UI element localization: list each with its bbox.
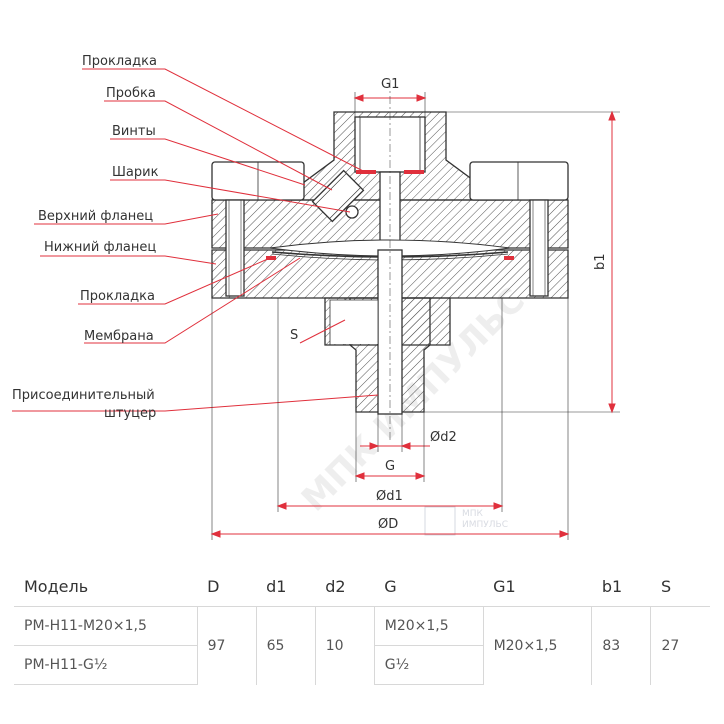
cell-D: 97 <box>196 606 257 685</box>
dim-G1: G1 <box>381 77 399 92</box>
watermark-logo: МПК ИМПУЛЬС <box>424 506 508 536</box>
dim-d2: Ød2 <box>430 430 457 445</box>
device-body <box>211 111 569 415</box>
header-model: Модель <box>24 576 89 596</box>
screw-right <box>469 161 569 297</box>
dim-S: S <box>290 328 298 343</box>
svg-text:ИМПУЛЬС: ИМПУЛЬС <box>462 520 508 530</box>
label-fitting-1: Присоединительный <box>12 388 155 403</box>
spec-table: Модель D d1 d2 G G1 b1 S РМ-Н11-М20×1,5 … <box>14 566 710 685</box>
gasket-bottom-mark <box>266 256 276 260</box>
ball <box>345 205 359 219</box>
dimension-labels: G1 b1 S Ød2 G Ød1 ØD <box>290 77 608 532</box>
header-b1: b1 <box>601 576 623 596</box>
gasket-top-mark <box>356 170 376 174</box>
cell-G1: М20×1,5 <box>482 606 592 685</box>
cell-S: 27 <box>650 606 710 685</box>
label-plug: Пробка <box>106 86 156 101</box>
leader-lines <box>12 68 379 412</box>
callout-labels: Прокладка Пробка Винты Шарик Верхний фла… <box>12 54 159 421</box>
cell-b1: 83 <box>591 606 651 685</box>
cell-G: G½ <box>373 645 484 685</box>
table-header-row: Модель D d1 d2 G G1 b1 S <box>14 566 710 607</box>
cell-model: РМ-Н11-G½ <box>14 645 198 685</box>
fill-plug <box>311 169 365 223</box>
screw-left <box>211 161 305 297</box>
header-d1: d1 <box>266 576 287 596</box>
label-lower-flange: Нижний фланец <box>44 240 156 255</box>
label-gasket-bottom: Прокладка <box>80 289 155 304</box>
dim-d1: Ød1 <box>376 489 403 504</box>
label-screws: Винты <box>112 124 156 139</box>
label-membrane: Мембрана <box>84 329 154 344</box>
label-upper-flange: Верхний фланец <box>38 209 153 224</box>
dim-D: ØD <box>378 517 398 532</box>
header-D: D <box>207 576 220 596</box>
header-S: S <box>660 576 672 596</box>
header-G1: G1 <box>493 576 516 596</box>
cell-d2: 10 <box>314 606 375 685</box>
label-gasket-top: Прокладка <box>82 54 157 69</box>
dim-b1: b1 <box>593 253 608 270</box>
dim-G: G <box>385 459 395 474</box>
header-G: G <box>384 576 397 596</box>
dimension-lines <box>210 80 620 540</box>
svg-text:МПК: МПК <box>462 509 484 519</box>
cell-model: РМ-Н11-М20×1,5 <box>14 606 198 646</box>
header-d2: d2 <box>325 576 346 596</box>
label-ball: Шарик <box>112 165 159 180</box>
label-fitting-2: штуцер <box>104 406 156 421</box>
table-row: РМ-Н11-М20×1,5 97 65 10 М20×1,5 М20×1,5 … <box>14 606 710 685</box>
membrane-separator-drawing: МПК ИМПУЛЬС МПК ИМПУЛЬС <box>12 54 620 540</box>
cell-d1: 65 <box>255 606 316 685</box>
table-row: РМ-Н11-G½ G½ <box>14 645 710 685</box>
cell-G: М20×1,5 <box>373 606 484 646</box>
